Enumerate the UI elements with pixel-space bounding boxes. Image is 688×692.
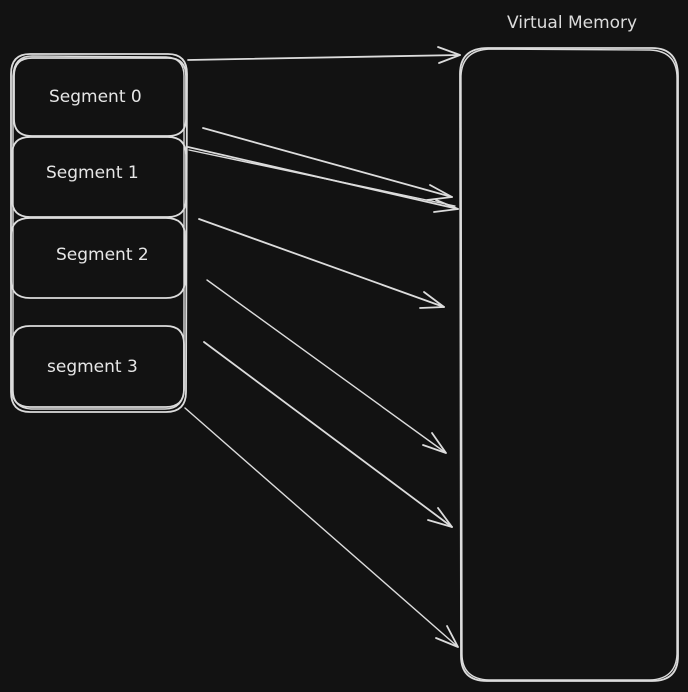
mapping-arrow-2 (202, 127, 453, 201)
segment-2-label: Segment 2 (56, 245, 149, 265)
segment-0-box (13, 57, 187, 137)
segment-0-label: Segment 0 (49, 87, 142, 107)
segment-3-label: segment 3 (47, 357, 138, 377)
segment-3-box (11, 325, 185, 408)
segment-1-box (11, 136, 187, 218)
virtual-memory-block (459, 47, 679, 682)
virtual-memory-title: Virtual Memory (507, 13, 637, 33)
mapping-arrow-3 (187, 146, 459, 213)
segment-1-label: Segment 1 (46, 163, 139, 183)
mapping-arrow-4 (198, 218, 445, 309)
mapping-arrow-7 (184, 407, 459, 648)
mapping-arrow-5 (206, 279, 447, 454)
mapping-arrow-6 (203, 341, 453, 528)
mapping-arrow-1 (187, 46, 461, 64)
segment-2-box (10, 217, 186, 299)
